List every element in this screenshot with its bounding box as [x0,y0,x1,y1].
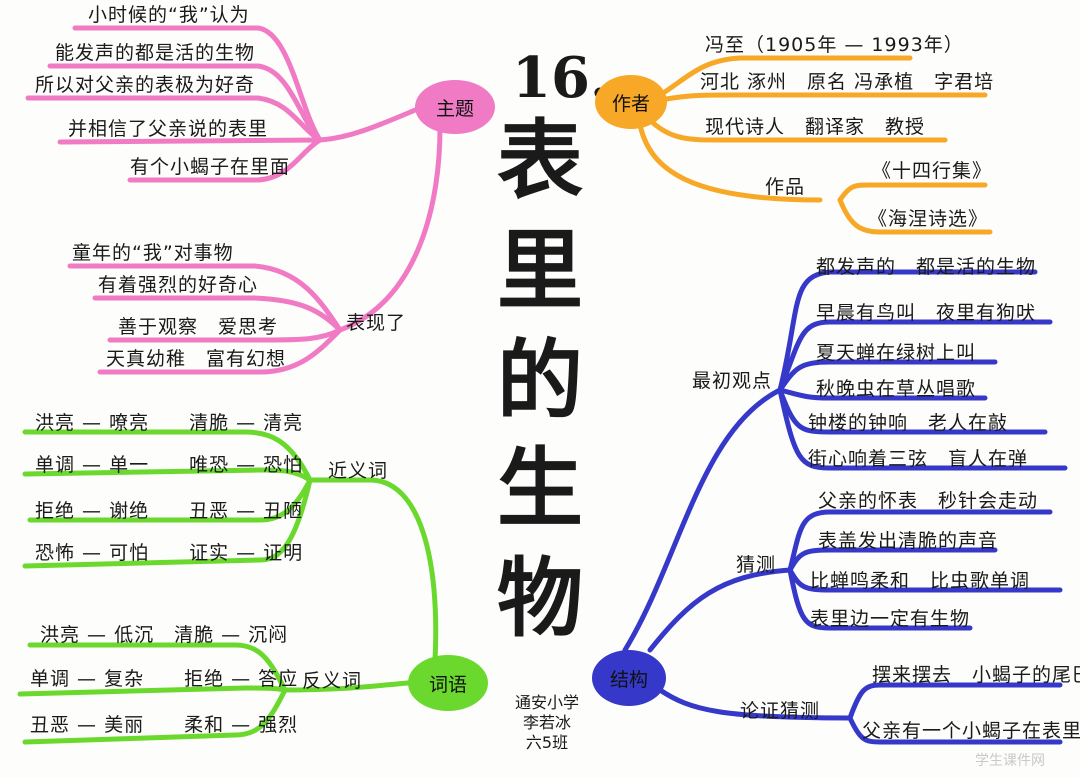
theme-item: 小时候的“我”认为 [88,4,250,26]
antonyms-label: 反义词 [302,670,363,692]
expression-item: 有着强烈的好奇心 [98,274,259,296]
synonym-item: 恐怖 — 可怕 证实 — 证明 [35,542,304,564]
initial-view-item: 夏天蝉在绿树上叫 [816,342,977,364]
lesson-number: 16. [512,45,610,111]
theme-branches [25,25,443,375]
antonym-item: 单调 — 复杂 拒绝 — 答应 [30,668,299,690]
title-char-1: 表 [497,110,583,211]
guess-item: 比蝉鸣柔和 比虫歌单调 [810,570,1031,592]
signature-class: 六5班 [525,733,569,752]
synonym-item: 单调 — 单一 唯恐 — 恐怕 [35,454,304,476]
theme-item: 能发声的都是活的生物 [55,42,256,64]
title-char-2: 里 [497,220,583,321]
theme-node: 主题 [415,80,495,134]
author-item: 现代诗人 翻译家 教授 [705,116,926,138]
guess-item: 父亲的怀表 秒针会走动 [818,490,1039,512]
antonym-item: 丑恶 — 美丽 柔和 — 强烈 [30,714,299,736]
initial-view-item: 秋晚虫在草丛唱歌 [816,378,977,400]
proof-item: 父亲有一个小蝎子在表里 [862,720,1080,742]
signature-school: 通安小学 [514,693,579,712]
author-branches [637,55,993,235]
signature-name: 李若冰 [522,713,571,732]
synonym-item: 拒绝 — 谢绝 丑恶 — 丑陋 [35,500,304,522]
theme-item: 有个小蝎子在里面 [130,156,291,178]
expression-item: 天真幼稚 富有幻想 [106,348,287,370]
author-item: 冯至（1905年 — 1993年） [705,34,964,56]
antonym-item: 洪亮 — 低沉 清脆 — 沉闷 [40,624,289,646]
initial-view-item: 早晨有鸟叫 夜里有狗吠 [816,302,1037,324]
initial-view-label: 最初观点 [692,370,773,392]
words-branches [17,429,439,745]
expression-item: 善于观察 爱思考 [118,316,279,338]
synonym-item: 洪亮 — 嘹亮 清脆 — 清亮 [35,412,304,434]
words-node: 词语 [408,655,488,711]
work-title: 《十四行集》 [872,160,993,182]
initial-view-item: 钟楼的钟响 老人在敲 [808,412,1009,434]
title-char-3: 的 [497,330,583,431]
structure-node: 结构 [592,650,666,706]
proof-item: 摆来摆去 小蝎子的尾巴 [872,664,1080,686]
synonyms-label: 近义词 [328,460,389,482]
works-label: 作品 [765,176,806,198]
expression-label: 表现了 [346,312,407,334]
title-char-4: 生 [497,438,583,539]
title-char-5: 物 [497,548,583,649]
author-node: 作者 [595,75,667,129]
initial-view-item: 都发声的 都是活的生物 [816,256,1037,278]
work-title: 《海涅诗选》 [868,208,989,230]
theme-item: 并相信了父亲说的表里 [68,118,269,140]
watermark: 学生课件网 [975,753,1045,769]
guess-item: 表里边一定有生物 [810,608,971,630]
author-item: 河北 涿州 原名 冯承植 字君培 [700,71,995,93]
proof-label: 论证猜测 [740,700,821,722]
expression-item: 童年的“我”对事物 [72,242,234,264]
theme-item: 所以对父亲的表极为好奇 [35,74,256,96]
structure-branches [622,269,1068,745]
initial-view-item: 街心响着三弦 盲人在弹 [808,448,1029,470]
guess-label: 猜测 [736,554,777,576]
guess-item: 表盖发出清脆的声音 [818,530,999,552]
